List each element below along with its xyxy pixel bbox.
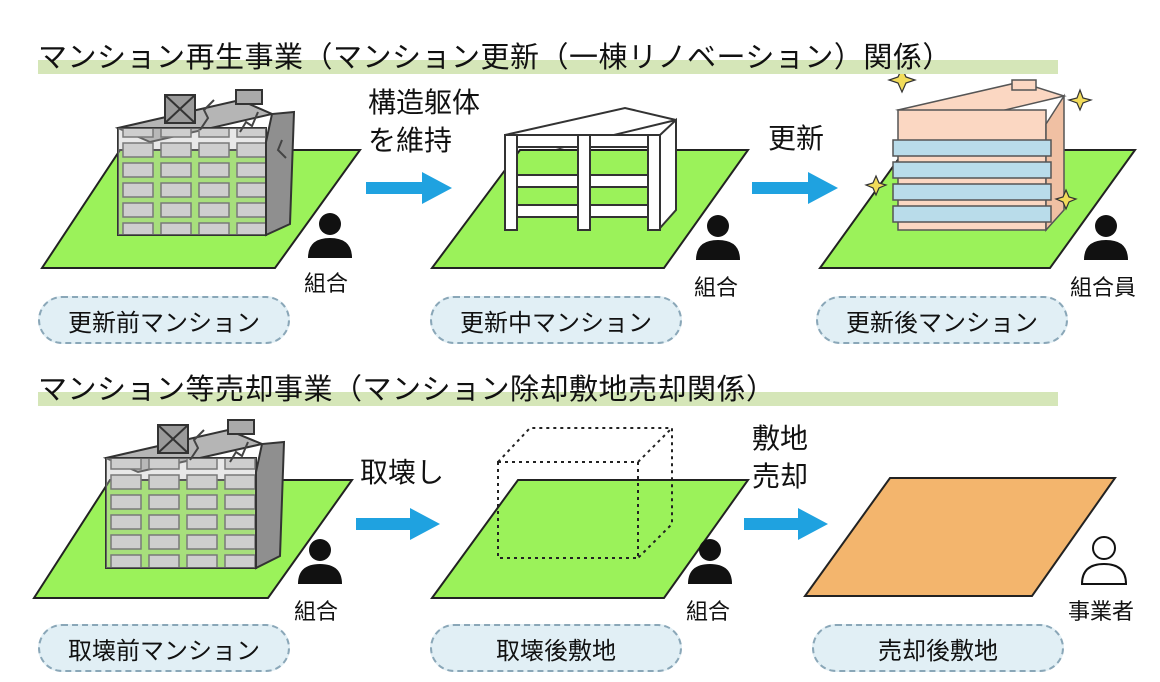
section1-title: マンション再生事業（マンション更新（一棟リノベーション）関係） <box>38 40 952 74</box>
person-icon <box>308 213 352 258</box>
skeleton-frame-icon <box>504 106 677 231</box>
old-building-icon <box>102 419 286 570</box>
person-label-1b: 組合 <box>694 276 739 301</box>
stage-pill-2a: 取壊前マンション <box>38 624 290 672</box>
person-label-2a: 組合 <box>294 600 339 625</box>
stage-pill-1c: 更新後マンション <box>816 296 1068 344</box>
person-icon <box>1084 215 1128 260</box>
old-building-icon <box>114 89 296 237</box>
stage-pill-1b: 更新中マンション <box>430 296 682 344</box>
arrow3-label-line1: 取壊し <box>360 456 445 489</box>
section2-title: マンション等売却事業（マンション除却敷地売却関係） <box>38 372 776 406</box>
arrow1-label-line1: 構造躯体 <box>368 86 481 119</box>
arrow1-label-line2: を維持 <box>368 124 453 157</box>
person-label-2c: 事業者 <box>1068 600 1135 625</box>
arrow-right-icon <box>744 508 828 540</box>
person-icon <box>298 539 342 584</box>
person-label-1c: 組合員 <box>1070 276 1137 301</box>
dotted-outline-box-icon <box>497 427 673 559</box>
arrow4-label-line1: 敷地 <box>752 422 809 455</box>
arrow4-label: 敷地 売却 <box>752 420 808 496</box>
ground-plot-2c <box>803 477 1117 597</box>
stage-pill-2b: 取壊後敷地 <box>430 624 682 672</box>
person-icon <box>688 539 732 584</box>
arrow2-label-line1: 更新 <box>768 122 825 155</box>
person-label-2b: 組合 <box>686 600 731 625</box>
stage-pill-1a: 更新前マンション <box>38 296 290 344</box>
arrow1-label: 構造躯体 を維持 <box>368 84 480 160</box>
arrow2-label: 更新 <box>768 120 824 158</box>
renovated-building-icon <box>892 79 1067 232</box>
person-icon <box>1080 536 1128 585</box>
section1-title-band <box>38 60 1058 74</box>
stage-pill-2c: 売却後敷地 <box>812 624 1064 672</box>
sparkle-icon <box>864 66 1094 211</box>
arrow-right-icon <box>752 172 838 204</box>
person-label-1a: 組合 <box>304 272 349 297</box>
arrow3-label: 取壊し <box>360 454 444 492</box>
arrow4-label-line2: 売却 <box>752 460 809 493</box>
person-icon <box>696 215 740 260</box>
arrow-right-icon <box>356 508 440 540</box>
section2-title-band <box>38 392 1058 406</box>
arrow-right-icon <box>366 172 452 204</box>
